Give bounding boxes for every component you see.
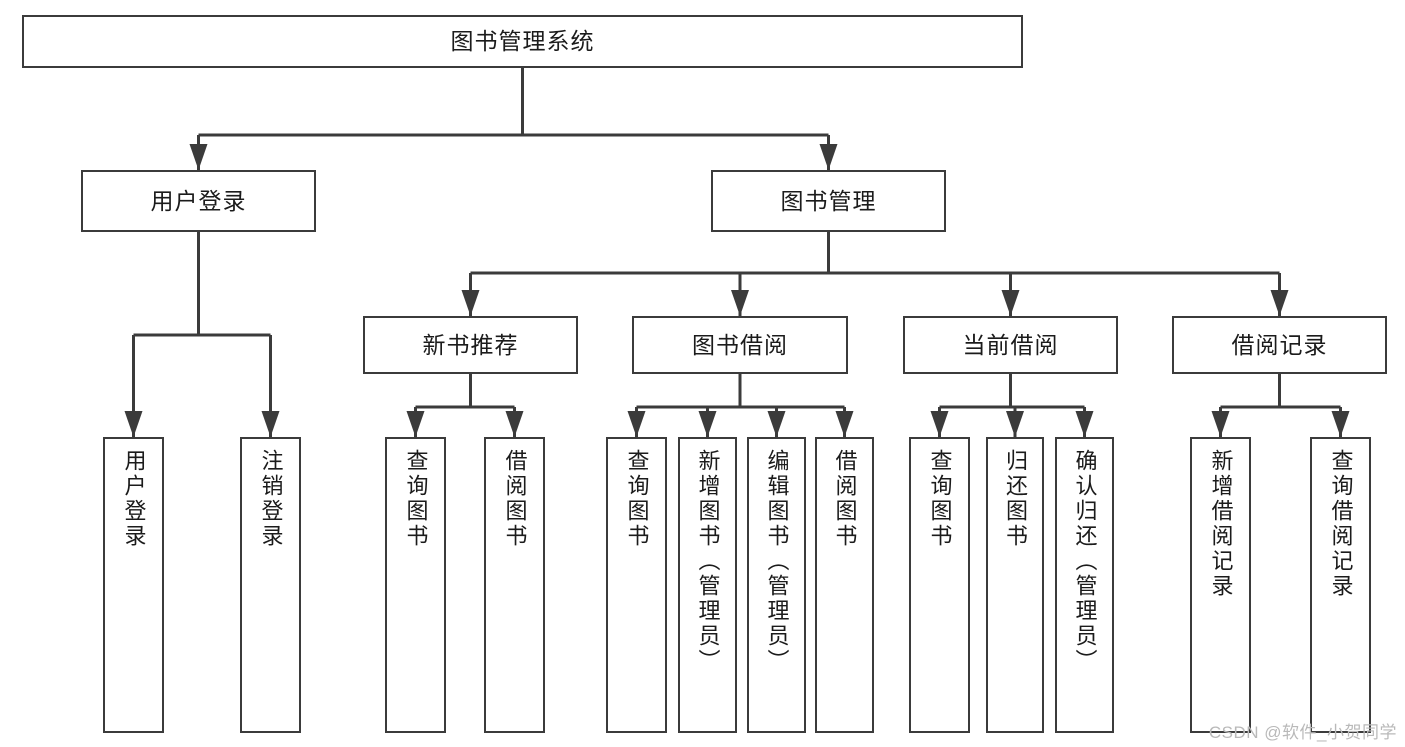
node-label: 用户登录 (150, 187, 247, 214)
node-l-bo-lend[interactable]: 借阅图书 (815, 437, 874, 733)
node-label: 查询图书 (403, 449, 429, 549)
arrow-head-icon (406, 411, 425, 437)
node-current[interactable]: 当前借阅 (903, 316, 1118, 374)
arrow-head-icon (1075, 411, 1094, 437)
arrow-head-icon (189, 144, 208, 170)
node-l-bo-query[interactable]: 查询图书 (606, 437, 667, 733)
node-l-login[interactable]: 用户登录 (103, 437, 164, 733)
node-label: 图书管理系统 (450, 28, 595, 55)
node-records[interactable]: 借阅记录 (1172, 316, 1387, 374)
node-root[interactable]: 图书管理系统 (22, 15, 1023, 68)
node-label: 借阅记录 (1231, 331, 1328, 358)
node-borrow[interactable]: 图书借阅 (632, 316, 848, 374)
node-label: 借阅图书 (502, 449, 528, 549)
node-login[interactable]: 用户登录 (81, 170, 316, 232)
node-label: 注销登录 (258, 449, 284, 549)
arrow-head-icon (819, 144, 838, 170)
arrow-head-icon (124, 411, 143, 437)
node-label: 新增图书（管理员） (695, 449, 721, 674)
node-label: 查询借阅记录 (1328, 449, 1354, 599)
node-label: 确认归还（管理员） (1072, 449, 1098, 674)
node-l-nb-borrow[interactable]: 借阅图书 (484, 437, 545, 733)
node-label: 新增借阅记录 (1208, 449, 1234, 599)
node-label: 查询图书 (927, 449, 953, 549)
node-l-nb-query[interactable]: 查询图书 (385, 437, 446, 733)
csdn-watermark: CSDN @软件_小贺同学 (1208, 723, 1397, 742)
node-l-bo-add[interactable]: 新增图书（管理员） (678, 437, 737, 733)
node-l-logout[interactable]: 注销登录 (240, 437, 301, 733)
arrow-head-icon (505, 411, 524, 437)
node-l-re-query[interactable]: 查询借阅记录 (1310, 437, 1371, 733)
node-newbook[interactable]: 新书推荐 (363, 316, 578, 374)
arrow-head-icon (261, 411, 280, 437)
arrow-head-icon (835, 411, 854, 437)
arrow-head-icon (930, 411, 949, 437)
arrow-head-icon (767, 411, 786, 437)
node-label: 用户登录 (121, 449, 147, 549)
node-label: 查询图书 (624, 449, 650, 549)
node-label: 编辑图书（管理员） (764, 449, 790, 674)
arrow-head-icon (1331, 411, 1350, 437)
node-l-bo-edit[interactable]: 编辑图书（管理员） (747, 437, 806, 733)
node-label: 归还图书 (1003, 449, 1028, 549)
node-l-cu-confirm[interactable]: 确认归还（管理员） (1055, 437, 1114, 733)
arrow-head-icon (1006, 411, 1024, 437)
node-label: 新书推荐 (422, 331, 519, 358)
arrow-head-icon (627, 411, 646, 437)
node-l-cu-return[interactable]: 归还图书 (986, 437, 1044, 733)
arrow-head-icon (1270, 290, 1289, 316)
node-label: 借阅图书 (832, 449, 858, 549)
arrow-head-icon (461, 290, 480, 316)
arrow-head-icon (1001, 290, 1020, 316)
node-label: 当前借阅 (962, 331, 1059, 358)
node-label: 图书管理 (780, 187, 877, 214)
arrow-head-icon (698, 411, 717, 437)
node-l-cu-query[interactable]: 查询图书 (909, 437, 970, 733)
arrow-head-icon (1211, 411, 1230, 437)
node-l-re-add[interactable]: 新增借阅记录 (1190, 437, 1251, 733)
node-bookmgmt[interactable]: 图书管理 (711, 170, 946, 232)
node-label: 图书借阅 (692, 331, 788, 358)
arrow-head-icon (731, 290, 749, 316)
